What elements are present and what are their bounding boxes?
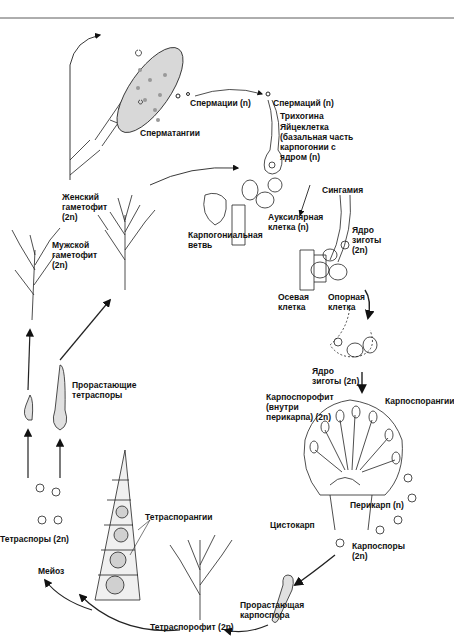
part-label: Перикарп (n) (350, 500, 415, 510)
part-label: Цистокарп (270, 520, 330, 530)
part-label: Спермации (n) (190, 98, 260, 108)
part-label: Опорная клетка (328, 292, 373, 312)
part-label: Ядро зиготы (2n) (352, 225, 397, 255)
part-label: Карпоспорангии (385, 396, 454, 406)
part-label: Мужской гаметофит (2n) (52, 240, 112, 270)
part-label: Ауксилярная клетка (n) (268, 212, 323, 232)
part-label: Тетраспорофит (2n) (150, 622, 240, 632)
part-label: Карпоспоры (2n) (352, 541, 422, 561)
part-label: Карпогониальная ветвь (188, 230, 248, 250)
part-label: Прорастающая карпоспора (240, 600, 300, 620)
part-label: Сингамия (322, 185, 382, 195)
part-label: Прорастающие тетраспоры (72, 380, 142, 400)
part-label: Трихогина (280, 111, 340, 121)
part-label: Спермаций (n) (273, 98, 343, 108)
part-label: Осевая клетка (278, 292, 323, 312)
part-label: Сперматангии (140, 128, 210, 138)
part-label: Тетраспоры (2n) (0, 534, 70, 544)
part-label: Ядро зиготы (2n) (312, 366, 362, 386)
part-label: Женский гаметофит (2n) (62, 192, 117, 222)
part-label: Мейоз (38, 566, 78, 576)
part-label: Яйцеклетка (базальная часть карпогонии с… (280, 122, 360, 162)
part-label: Карпоспорофит (внутри перикарпа) (2n) (266, 392, 346, 422)
part-label: Тетраспорангии (145, 512, 220, 522)
